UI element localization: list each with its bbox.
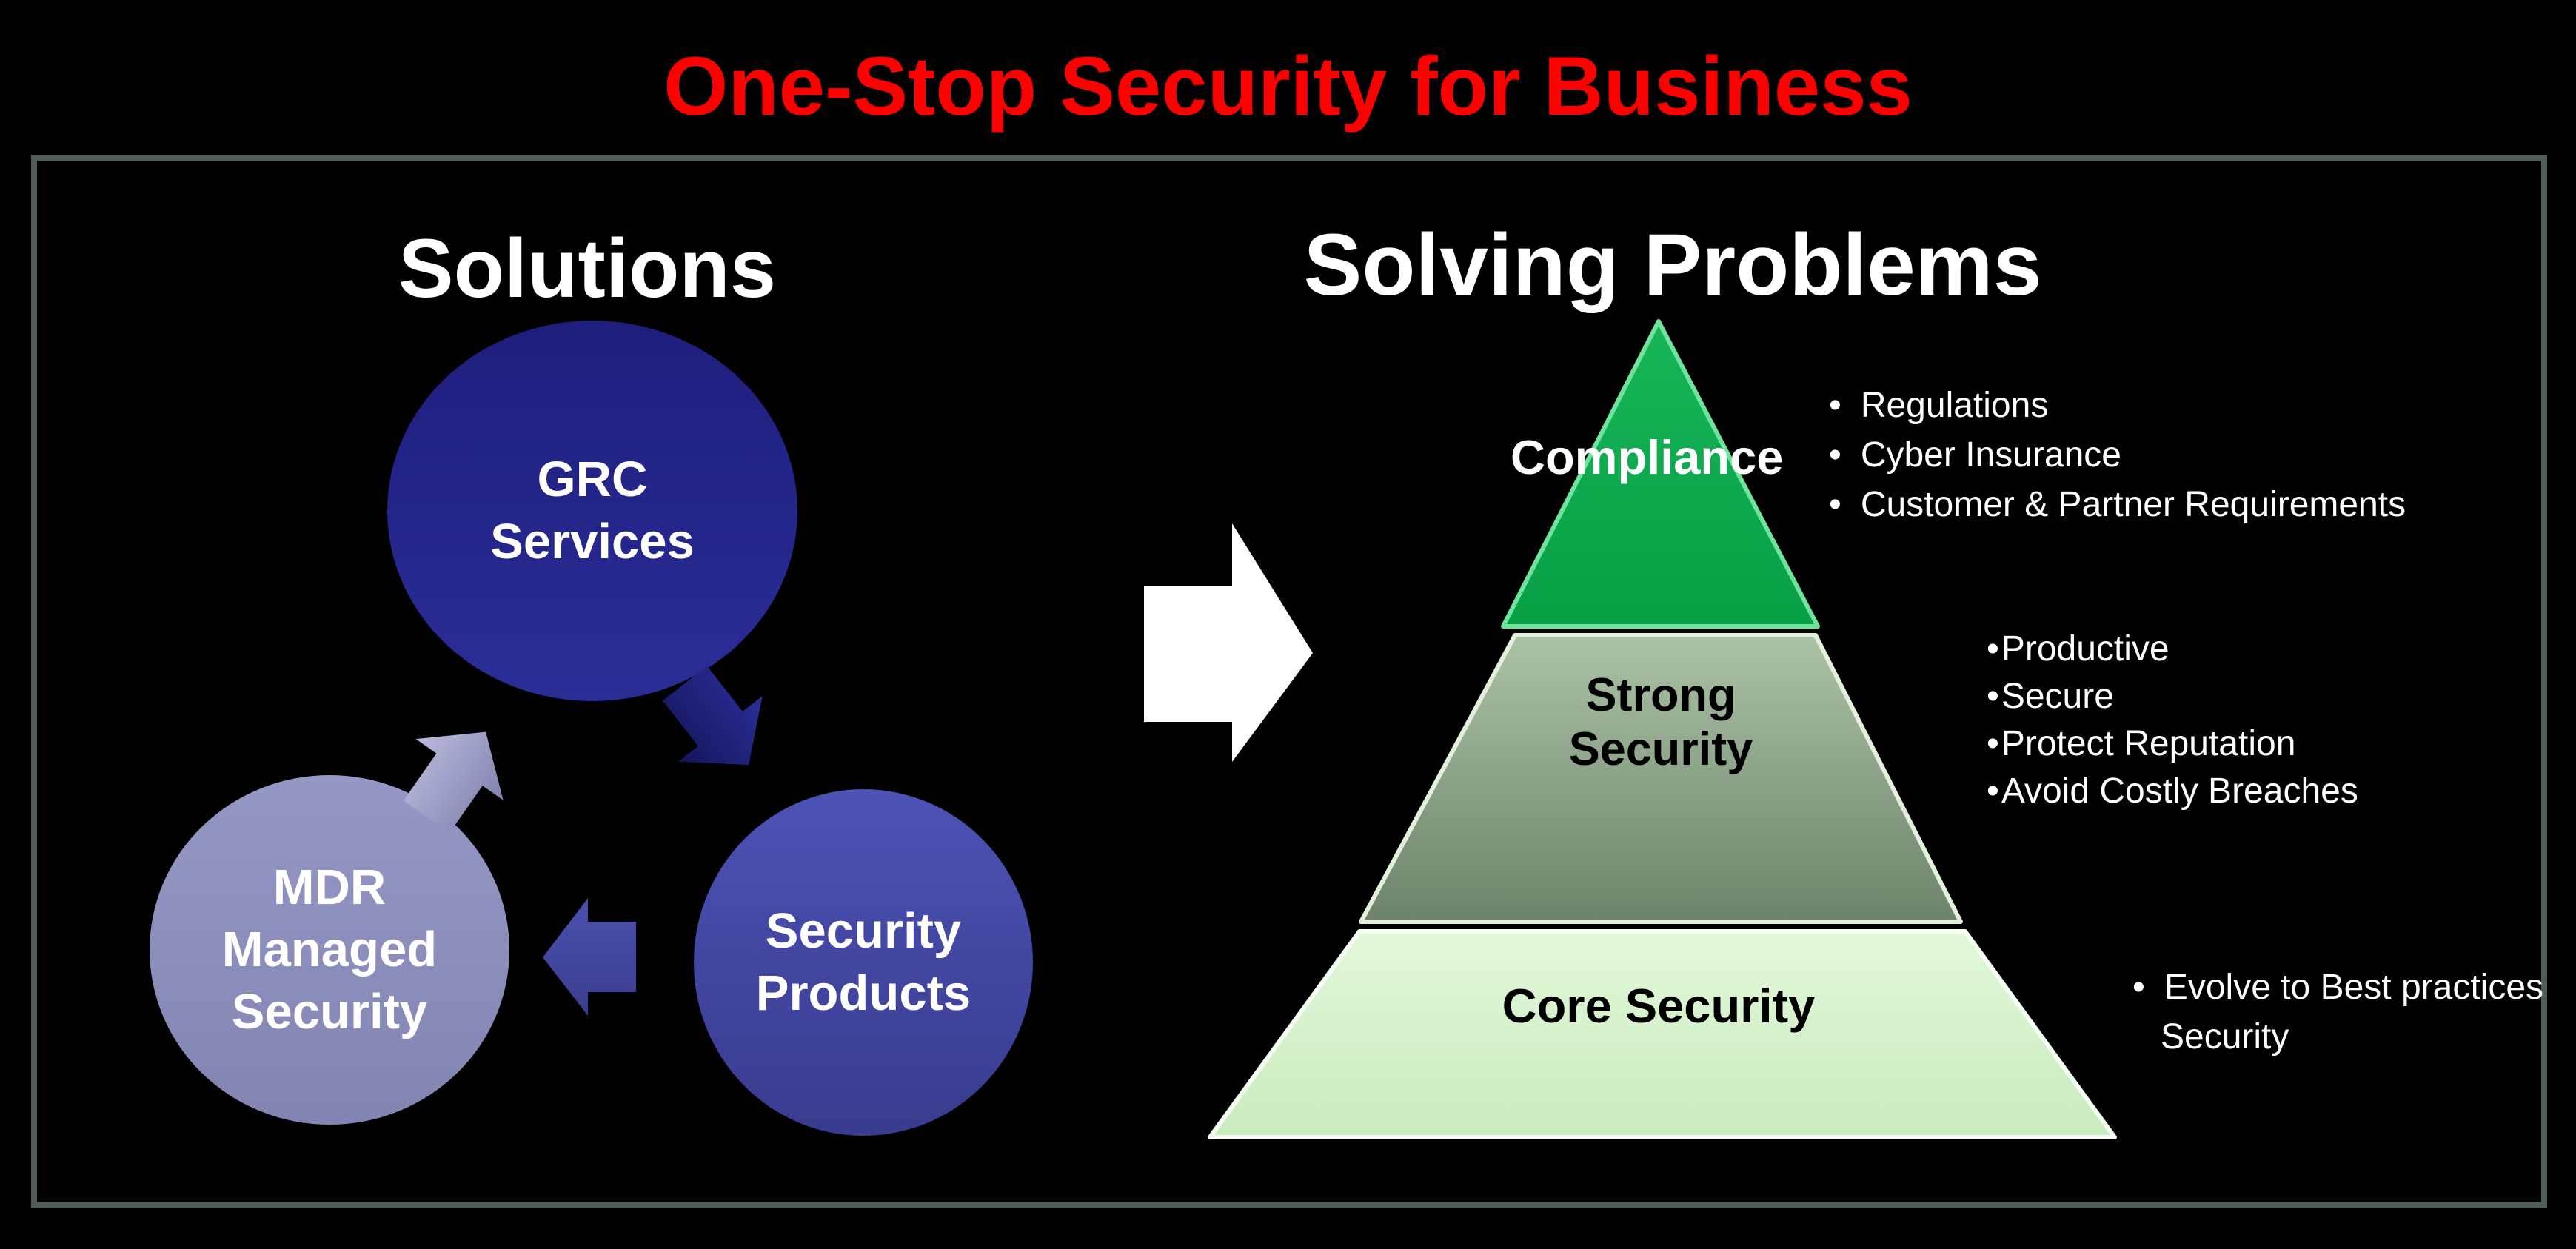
bullet-marker: •: [2132, 968, 2145, 1007]
bullet-marker: •: [1829, 386, 1841, 425]
bullet-marker: •: [1829, 485, 1841, 524]
circle-label-line: Services: [490, 514, 695, 569]
bullets-core-security: • Evolve to Best practices Security: [2132, 962, 2547, 1062]
pyramid-label-compliance: Compliance: [1511, 430, 1784, 484]
solving-problems-heading: Solving Problems: [1303, 216, 2042, 314]
pyramid-label-line: Security: [1568, 723, 1753, 775]
bullets-compliance: • Regulations • Cyber Insurance • Customer …: [1829, 381, 2406, 529]
bullet-text: Protect Reputation: [2001, 724, 2296, 763]
bullet-item: • Customer & Partner Requirements: [1829, 480, 2406, 529]
circle-grc-services: GRC Services: [387, 321, 797, 701]
circle-label-line: Managed: [221, 922, 438, 977]
bullet-item: •Avoid Costly Breaches: [1987, 768, 2358, 815]
circle-label-line: GRC: [537, 452, 648, 507]
bullet-text: Avoid Costly Breaches: [2001, 771, 2358, 811]
bullet-marker: •: [1987, 629, 1999, 669]
circle-label-line: MDR: [272, 860, 387, 915]
bullet-item: • Regulations: [1829, 381, 2406, 430]
slide-title: One-Stop Security for Business: [663, 40, 1913, 133]
bullet-text: Cyber Insurance: [1860, 435, 2121, 475]
bullet-marker: •: [1987, 771, 1999, 811]
bullet-marker: •: [1987, 724, 1999, 763]
bullet-item: •Secure: [1987, 673, 2358, 720]
solutions-heading: Solutions: [398, 222, 777, 315]
bullets-strong-security: •Productive •Secure •Protect Reputation …: [1987, 626, 2358, 815]
bullet-item: •Productive: [1987, 626, 2358, 673]
bullet-marker: •: [1829, 435, 1841, 475]
content-panel: [31, 155, 2547, 1208]
circle-security-products: Security Products: [694, 789, 1033, 1136]
pyramid-label-strong-security: Strong Security: [1439, 669, 1883, 777]
bullet-item: • Cyber Insurance: [1829, 430, 2406, 480]
circle-mdr-managed-security: MDR Managed Security: [150, 775, 509, 1125]
bullet-item: •Protect Reputation: [1987, 720, 2358, 768]
bullet-text: Customer & Partner Requirements: [1860, 485, 2406, 524]
bullet-text: Productive: [2001, 629, 2169, 669]
bullet-text: Secure: [2001, 677, 2114, 716]
circle-label-line: Products: [755, 965, 971, 1021]
bullet-text: Evolve to Best practices Security: [2161, 968, 2544, 1057]
circle-label-line: Security: [231, 984, 428, 1039]
bullet-marker: •: [1987, 677, 1999, 716]
circle-label-line: Security: [765, 903, 962, 959]
pyramid-label-core-security: Core Security: [1502, 979, 1816, 1033]
pyramid-label-line: Strong: [1585, 669, 1736, 721]
bullet-item: • Evolve to Best practices Security: [2132, 962, 2547, 1062]
bullet-text: Regulations: [1860, 386, 2049, 425]
